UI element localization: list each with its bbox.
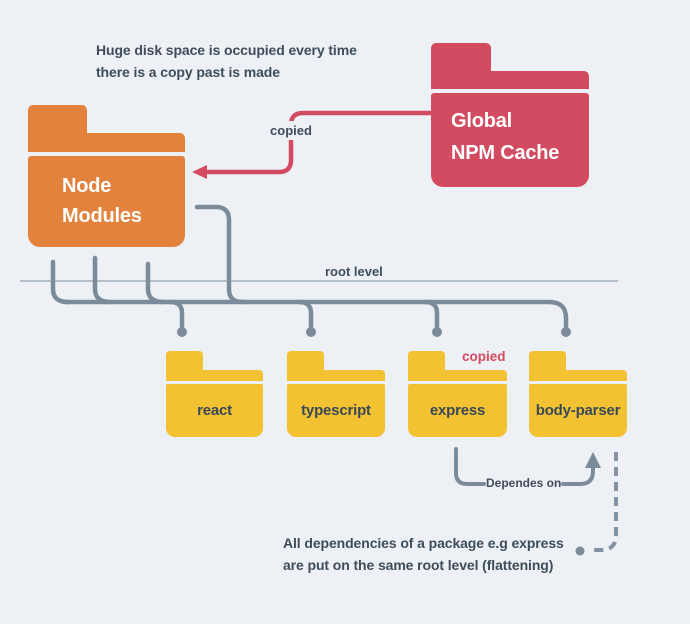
global-label-line1: Global [451, 110, 513, 132]
drop-line-react [167, 299, 185, 330]
top-note-line1: Huge disk space is occupied every time [96, 42, 357, 58]
dot-body-parser [561, 327, 571, 337]
root-bus-line [63, 299, 569, 330]
depends-on-right-segment [561, 465, 595, 486]
folder-body: typescript [287, 384, 385, 437]
drop-line-typescript [296, 299, 314, 330]
top-note: Huge disk space is occupied every time t… [96, 40, 357, 83]
global-label-line2: NPM Cache [451, 142, 560, 164]
node-modules-label: Node Modules [62, 171, 142, 231]
drop-end-dots [177, 327, 571, 337]
flattening-dashed-line [592, 452, 618, 552]
branch-stub-3 [145, 261, 166, 305]
package-folder-typescript: typescript [287, 351, 385, 437]
folder-body: react [166, 384, 263, 437]
bottom-note-line1: All dependencies of a package e.g expres… [283, 535, 564, 551]
root-level-label: root level [325, 264, 383, 279]
folder-tab [529, 351, 566, 372]
copied-arrow-line [206, 110, 431, 175]
global-npm-cache-folder: Global NPM Cache [431, 43, 589, 187]
global-npm-cache-label: Global NPM Cache [451, 105, 559, 169]
folder-body [28, 156, 185, 247]
folder-tab [287, 351, 324, 372]
node-label-line1: Node [62, 175, 112, 197]
depends-on-label: Dependes on [486, 476, 562, 490]
branch-stub-1 [50, 259, 71, 305]
folder-band [431, 71, 589, 89]
folder-tab [408, 351, 445, 372]
drop-line-express [422, 299, 440, 330]
folder-band [529, 370, 627, 381]
node-label-line2: Modules [62, 205, 142, 227]
folder-body: express [408, 384, 507, 437]
copied-arrowhead [192, 165, 207, 179]
dot-typescript [306, 327, 316, 337]
depends-on-arrowhead [585, 452, 601, 468]
bottom-note-line2: are put on the same root level (flatteni… [283, 556, 554, 573]
depends-on-arrow [454, 447, 595, 486]
dot-react [177, 327, 187, 337]
folder-tab [28, 105, 87, 135]
folder-body [431, 93, 589, 187]
branch-stub-2 [92, 255, 113, 305]
depends-on-left-segment [454, 447, 486, 486]
top-note-line2: there is a copy past is made [96, 63, 280, 80]
dependency-tree-lines [50, 204, 569, 330]
folder-band [166, 370, 263, 381]
copied-package-label: copied [462, 349, 506, 364]
bottom-note: All dependencies of a package e.g expres… [283, 533, 564, 576]
package-folder-react: react [166, 351, 263, 437]
folder-tab [166, 351, 203, 372]
node-modules-branch-line [194, 204, 245, 305]
folder-body: body-parser [529, 384, 627, 437]
package-folder-express: express [408, 351, 507, 437]
dot-express [432, 327, 442, 337]
node-modules-folder: Node Modules [28, 105, 185, 247]
copied-arrow-label: copied [262, 121, 320, 140]
package-folder-body-parser: body-parser [529, 351, 627, 437]
flattening-line-dot [575, 546, 585, 556]
folder-tab [431, 43, 491, 73]
folder-band [28, 133, 185, 152]
folder-band [287, 370, 385, 381]
folder-band [408, 370, 507, 381]
